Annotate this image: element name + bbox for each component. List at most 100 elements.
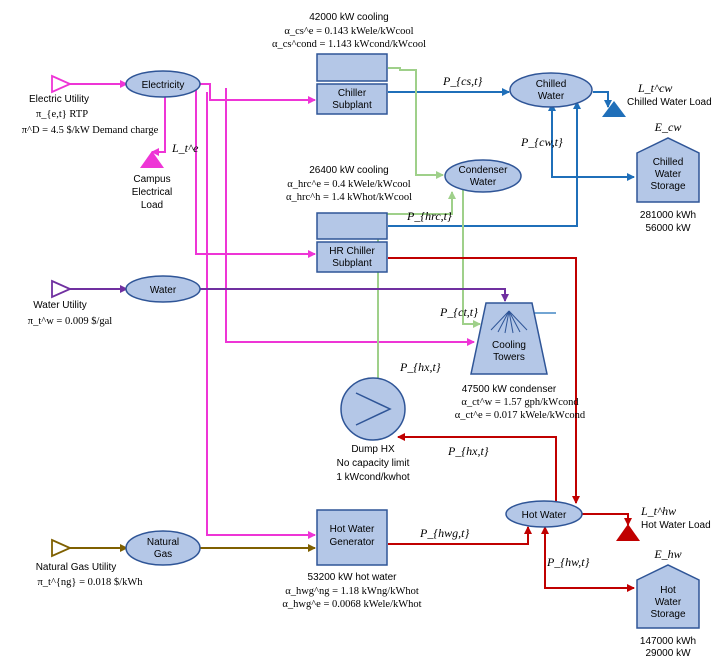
load-triangle-icon (616, 524, 640, 541)
svg-text:Chilled: Chilled (653, 157, 684, 168)
label-pcw: P_{cw,t} (520, 135, 563, 149)
electric-source-icon (51, 74, 73, 94)
svg-text:Subplant: Subplant (332, 258, 372, 269)
flow-electricity-hrc (195, 90, 316, 258)
electric-utility: Electric Utility π_{e,t} RTP π^D = 4.5 $… (22, 74, 159, 136)
flow-chilled-load (593, 91, 612, 108)
svg-text:47500 kW condenser: 47500 kW condenser (462, 384, 557, 395)
flow-hot-storage (541, 526, 635, 592)
svg-text:29000 kW: 29000 kW (645, 648, 691, 657)
flow-hrc-hot (388, 257, 580, 504)
node-chilled-water: Chilled Water (509, 72, 593, 108)
svg-text:Chilled Water Load: Chilled Water Load (627, 97, 712, 108)
svg-text:Cooling: Cooling (492, 340, 526, 351)
svg-text:Water: Water (655, 597, 682, 608)
campus-electrical-load: L_t^e Campus Electrical Load (132, 141, 199, 211)
svg-text:281000 kWh: 281000 kWh (640, 210, 696, 221)
chilled-water-load: L_t^cw Chilled Water Load (602, 81, 712, 117)
water-utility-label: Water Utility (33, 300, 87, 311)
node-condenser-water: Condenser Water (444, 159, 522, 193)
flow-hot-load (582, 513, 632, 526)
svg-text:Water: Water (150, 285, 177, 296)
svg-text:147000 kWh: 147000 kWh (640, 636, 696, 647)
chiller-subplant: 42000 kW cooling α_cs^e = 0.143 kWele/kW… (272, 12, 426, 115)
svg-text:L_t^hw: L_t^hw (640, 504, 676, 518)
hr-chiller-subplant: 26400 kW cooling α_hrc^e = 0.4 kWele/kWc… (286, 165, 412, 273)
label-phx-2: P_{hx,t} (447, 444, 489, 458)
svg-text:Hot Water Load: Hot Water Load (641, 520, 711, 531)
flow-water-towers (200, 288, 509, 302)
hot-flows (388, 257, 635, 592)
svg-text:α_hrc^h = 1.4 kWhot/kWcool: α_hrc^h = 1.4 kWhot/kWcool (286, 192, 412, 203)
flow-labels: P_{cs,t} P_{cw,t} P_{hrc,t} P_{ct,t} P_{… (399, 74, 590, 569)
flow-electricity-towers (225, 88, 475, 346)
gas-source-icon (51, 538, 73, 558)
svg-text:56000 kW: 56000 kW (645, 223, 691, 234)
water-source-icon (51, 279, 73, 299)
load-triangle-icon (602, 101, 626, 117)
electric-demand-label: π^D = 4.5 $/kW Demand charge (22, 125, 159, 136)
svg-text:α_ct^e = 0.017 kWele/kWcond: α_ct^e = 0.017 kWele/kWcond (455, 410, 586, 421)
svg-text:Condenser: Condenser (459, 165, 509, 176)
svg-text:26400 kW cooling: 26400 kW cooling (309, 165, 389, 176)
svg-text:L_t^e: L_t^e (171, 141, 199, 155)
electric-price-label: π_{e,t} RTP (36, 109, 88, 120)
flow-hot-hx (397, 433, 557, 505)
svg-text:Chilled: Chilled (536, 79, 567, 90)
flow-condenser-towers (462, 188, 481, 328)
svg-text:Dump HX: Dump HX (351, 444, 395, 455)
flow-electricity-campus (151, 95, 166, 156)
svg-text:Load: Load (141, 200, 163, 211)
svg-text:Towers: Towers (493, 352, 525, 363)
svg-text:Gas: Gas (154, 549, 172, 560)
svg-text:α_ct^w = 1.57 gph/kWcond: α_ct^w = 1.57 gph/kWcond (461, 397, 579, 408)
gas-utility-label: Natural Gas Utility (36, 562, 117, 573)
svg-text:Hot Water: Hot Water (330, 524, 375, 535)
electric-utility-label: Electric Utility (29, 94, 89, 105)
spray-icon (490, 310, 528, 334)
label-pcs: P_{cs,t} (442, 74, 482, 88)
label-phx-1: P_{hx,t} (399, 360, 441, 374)
svg-text:Electricity: Electricity (142, 80, 185, 91)
hot-water-load: L_t^hw Hot Water Load (616, 504, 711, 541)
svg-text:Water: Water (655, 169, 682, 180)
hot-water-generator: Hot Water Generator 53200 kW hot water α… (282, 509, 422, 610)
svg-text:1 kWcond/kwhot: 1 kWcond/kwhot (336, 472, 410, 483)
svg-text:Subplant: Subplant (332, 100, 372, 111)
svg-text:L_t^cw: L_t^cw (637, 81, 672, 95)
heat-exchanger-icon (355, 392, 392, 426)
svg-text:42000 kW cooling: 42000 kW cooling (309, 12, 389, 23)
svg-text:Storage: Storage (650, 609, 685, 620)
water-utility: Water Utility π_t^w = 0.009 $/gal (28, 279, 112, 327)
svg-text:α_hwg^ng = 1.18 kWng/kWhot: α_hwg^ng = 1.18 kWng/kWhot (285, 586, 419, 597)
flow-electricity-hwg (206, 92, 316, 539)
flow-electricity-chiller (200, 83, 316, 104)
svg-text:α_hrc^e = 0.4 kWele/kWcool: α_hrc^e = 0.4 kWele/kWcool (287, 179, 410, 190)
dump-hx: Dump HX No capacity limit 1 kWcond/kwhot (336, 377, 410, 483)
node-water: Water (125, 275, 201, 303)
hot-water-storage: E_hw Hot Water Storage 147000 kWh 29000 … (636, 547, 700, 657)
svg-text:Electrical: Electrical (132, 187, 173, 198)
svg-text:α_cs^cond = 1.143 kWcond/kWcoo: α_cs^cond = 1.143 kWcond/kWcool (272, 39, 426, 50)
chilled-water-storage: E_cw Chilled Water Storage 281000 kWh 56… (636, 120, 700, 234)
label-phwg: P_{hwg,t} (419, 526, 469, 540)
flow-hwg-hot (388, 526, 532, 545)
svg-text:Hot: Hot (660, 585, 676, 596)
water-flows (70, 285, 509, 302)
label-pct: P_{ct,t} (439, 305, 478, 319)
gas-utility: Natural Gas Utility π_t^{ng} = 0.018 $/k… (36, 538, 143, 588)
svg-text:E_cw: E_cw (654, 120, 682, 134)
svg-text:Natural: Natural (147, 537, 179, 548)
node-electricity: Electricity (125, 70, 201, 98)
cooling-towers: Cooling Towers 47500 kW condenser α_ct^w… (455, 302, 586, 421)
svg-text:E_hw: E_hw (653, 547, 681, 561)
svg-text:Hot Water: Hot Water (522, 510, 567, 521)
flow-chilled-storage (548, 103, 635, 181)
svg-text:α_cs^e = 0.143 kWele/kWcool: α_cs^e = 0.143 kWele/kWcool (284, 26, 413, 37)
svg-text:Chiller: Chiller (338, 88, 367, 99)
svg-text:Water: Water (538, 91, 565, 102)
label-phrc: P_{hrc,t} (406, 209, 452, 223)
flow-hx-condenser (377, 191, 456, 383)
load-triangle-icon (140, 151, 164, 168)
